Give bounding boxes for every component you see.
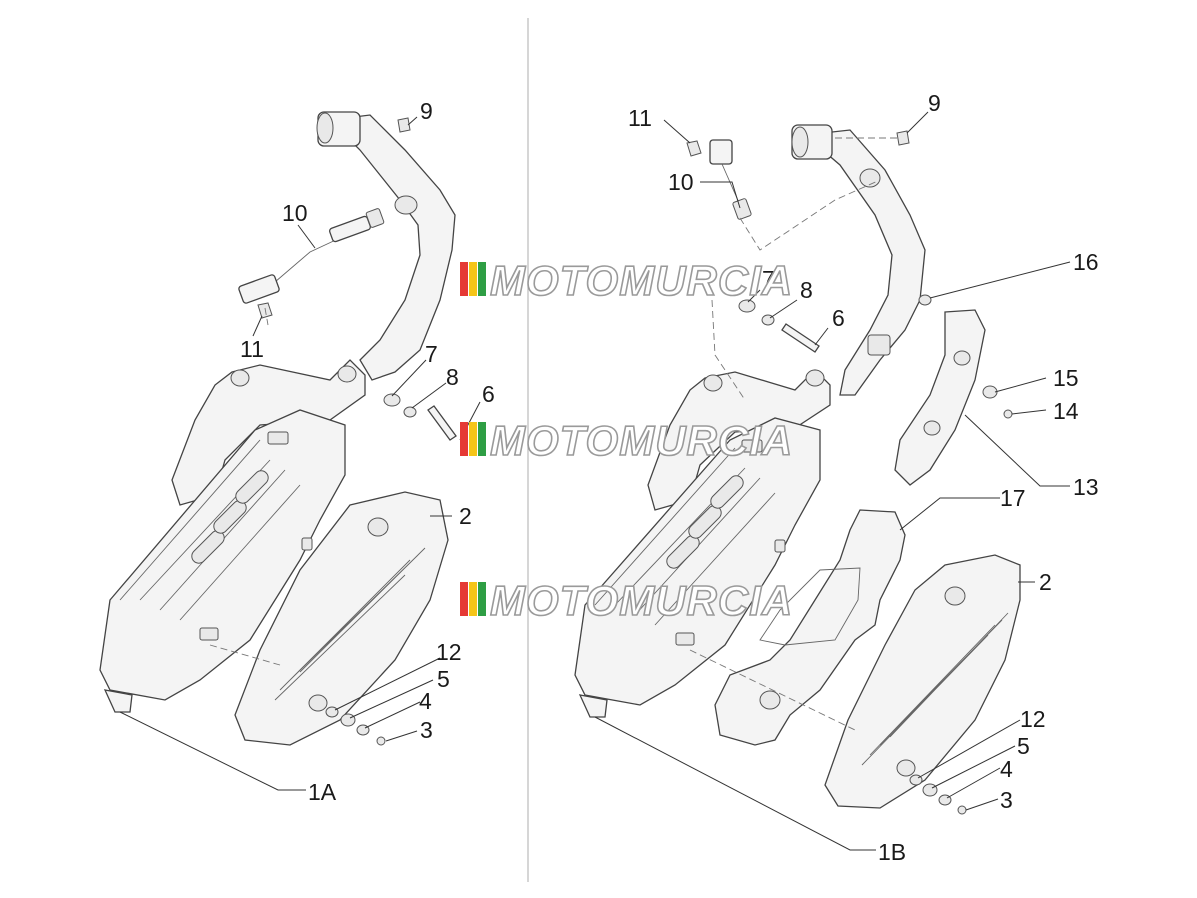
assembly-line-right-shield [689,649,856,731]
callout-11-right: 11 [628,105,652,131]
watermark-flag-yellow [469,422,477,456]
callout-7-right: 7 [762,266,775,292]
clip-part-11-right [686,140,702,157]
callout-15-right: 15 [1053,365,1079,391]
exhaust-pipe-right [791,124,926,396]
heat-shield-right [824,554,1021,809]
washer-part-15 [982,385,998,399]
washer-part-16 [918,294,932,306]
clip-part-9-left [397,117,411,133]
callout-4-right: 4 [1000,756,1013,782]
watermark-flag-yellow [469,582,477,616]
washer-part-8-left [403,406,417,418]
watermark-flag-yellow [469,262,477,296]
small-shield-part-13 [894,309,986,486]
callout-1a-left: 1A [308,779,337,805]
watermark-middle: MOTOMURCIA [460,416,793,465]
callout-2-left: 2 [459,503,472,529]
callout-1b-right: 1B [878,839,906,865]
bracket-left [171,359,366,506]
muffler-right [574,417,821,718]
clip-part-9-right [896,130,910,146]
callout-10-left: 10 [282,200,308,226]
callout-6-right: 6 [832,305,845,331]
callout-5-right: 5 [1017,733,1030,759]
bolt-part-6-right [781,323,820,353]
callout-8-left: 8 [446,364,459,390]
right-panel: 9 11 10 7 8 6 16 15 14 13 17 2 12 5 4 3 … [574,90,1099,865]
screw-part-14 [1003,409,1013,419]
watermark-flag-red [460,262,468,296]
callout-11-left: 11 [240,336,264,362]
watermark-flag-red [460,582,468,616]
bolt-part-6-left [427,405,457,441]
screw-part-3-right [957,805,967,815]
watermark-text: MOTOMURCIA [490,257,793,304]
callout-4-left: 4 [419,688,432,714]
watermark-top: MOTOMURCIA [460,256,793,305]
oxygen-sensor-right [709,139,752,220]
watermark-bottom: MOTOMURCIA [460,576,793,625]
leader-lines-right [594,111,1071,851]
callout-12-right: 12 [1020,706,1046,732]
bracket-right [647,369,831,511]
callout-12-left: 12 [436,639,462,665]
assembly-line-left-sensor [264,307,269,326]
screw-part-3-left [376,736,386,746]
assembly-line-left-shield [209,644,281,666]
callout-labels-right: 9 11 10 7 8 6 16 15 14 13 17 2 12 5 4 3 … [628,90,1099,865]
callout-labels-left: 9 10 11 7 8 6 2 12 5 4 3 1A [240,98,495,805]
assembly-line-right-bracket [711,299,746,401]
watermark-flag-red [460,422,468,456]
callout-14-right: 14 [1053,398,1079,424]
callout-2-right: 2 [1039,569,1052,595]
callout-17-right: 17 [1000,485,1026,511]
callout-9-left: 9 [420,98,433,124]
watermark-text: MOTOMURCIA [490,577,793,624]
callout-9-right: 9 [928,90,941,116]
callout-8-right: 8 [800,277,813,303]
callout-3-right: 3 [1000,787,1013,813]
assembly-line-right-sensor [739,179,881,251]
watermark-flag-green [478,582,486,616]
watermark-flag-green [478,262,486,296]
oxygen-sensor-left [238,208,385,304]
washer-part-5-left [340,713,356,727]
washer-part-7-right [738,299,756,313]
callout-16-right: 16 [1073,249,1099,275]
watermark-text: MOTOMURCIA [490,417,793,464]
washer-part-7-left [383,393,401,407]
leader-lines-left [119,116,481,791]
callout-3-left: 3 [420,717,433,743]
watermark-flag-green [478,422,486,456]
exhaust-pipe-left [316,111,456,381]
callout-6-left: 6 [482,381,495,407]
gasket-part-17 [714,509,906,746]
muffler-left [99,409,346,713]
washer-part-5-right [922,783,938,797]
callout-10-right: 10 [668,169,694,195]
heat-shield-left [234,491,449,746]
callout-13-right: 13 [1073,474,1099,500]
washer-part-12-left [325,706,339,718]
callout-5-left: 5 [437,666,450,692]
callout-7-left: 7 [425,341,438,367]
left-panel: 9 10 11 7 8 6 2 12 5 4 3 1A [99,98,495,805]
